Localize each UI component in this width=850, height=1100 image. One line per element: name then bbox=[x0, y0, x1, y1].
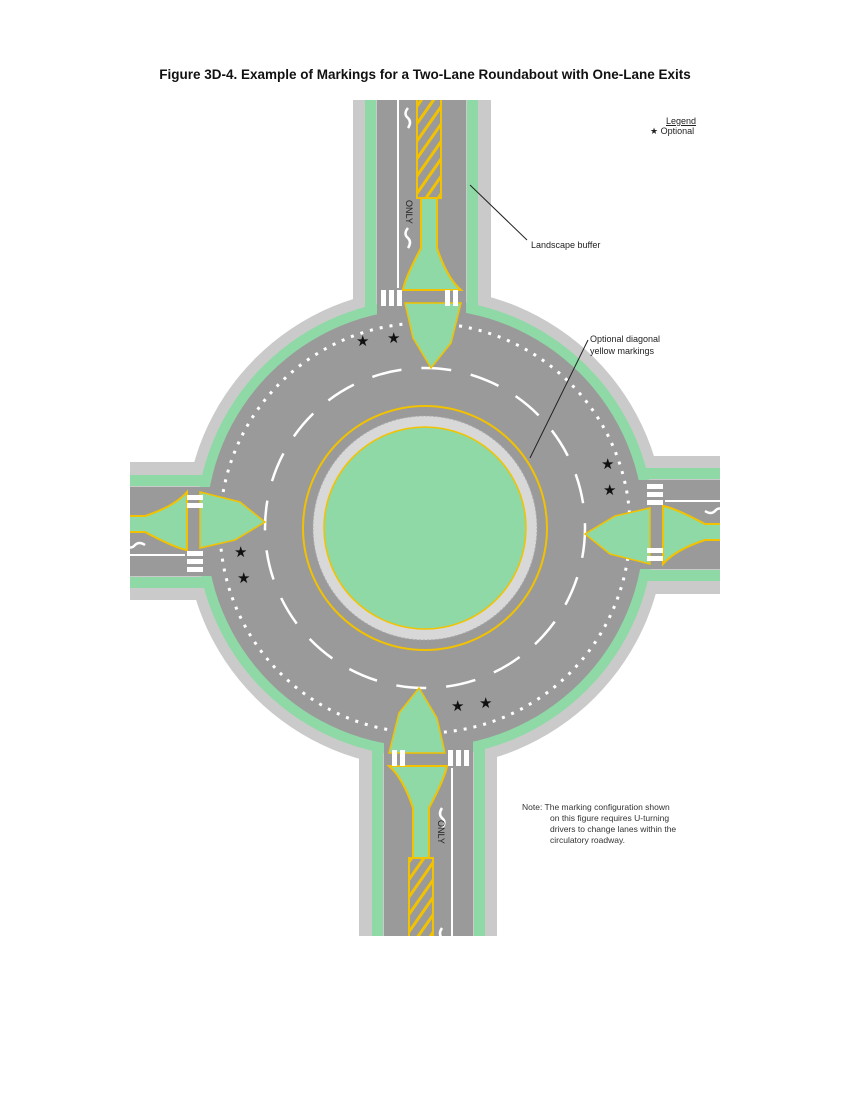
landscape-buffer-callout bbox=[469, 184, 528, 241]
central-island bbox=[323, 426, 527, 630]
star-icon: ★ bbox=[479, 695, 492, 712]
star-icon: ★ bbox=[234, 544, 247, 561]
note-line: Note: The marking configuration shown bbox=[522, 802, 670, 812]
note-line: drivers to change lanes within the bbox=[550, 824, 677, 834]
only-marking: ONLY bbox=[404, 200, 414, 224]
legend: Legend ★ Optional bbox=[650, 116, 696, 137]
diagonal-markings-label: Optional diagonal bbox=[590, 334, 660, 344]
diagonal-markings-label: yellow markings bbox=[590, 346, 655, 356]
star-icon: ★ bbox=[356, 333, 369, 350]
diagonal-markings-callout bbox=[529, 339, 589, 459]
star-icon: ★ bbox=[387, 330, 400, 347]
star-icon: ★ bbox=[451, 698, 464, 715]
landscape-buffer-label: Landscape buffer bbox=[531, 240, 600, 250]
star-icon: ★ bbox=[601, 456, 614, 473]
note: Note: The marking configuration shown on… bbox=[522, 802, 732, 846]
only-marking: ONLY bbox=[436, 820, 446, 844]
optional-stars: ★ ★ ★ ★ ★ ★ ★ ★ bbox=[234, 330, 616, 715]
legend-heading: Legend bbox=[666, 116, 697, 126]
star-icon: ★ bbox=[650, 126, 659, 136]
note-line: circulatory roadway. bbox=[550, 835, 625, 845]
star-icon: ★ bbox=[603, 482, 616, 499]
star-icon: ★ bbox=[237, 570, 250, 587]
figure-title: Figure 3D-4. Example of Markings for a T… bbox=[159, 67, 691, 82]
note-line: on this figure requires U-turning bbox=[550, 813, 670, 823]
legend-optional: Optional bbox=[660, 126, 695, 136]
